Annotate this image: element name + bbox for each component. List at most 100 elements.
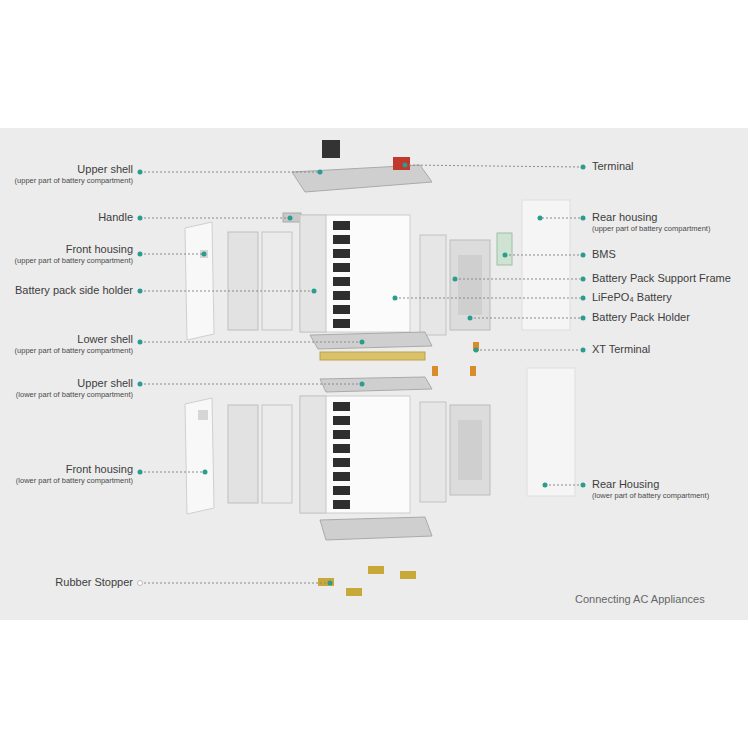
leader-dot <box>138 170 143 175</box>
leader-line <box>455 279 580 280</box>
part-label: Handle <box>98 211 133 225</box>
terminal-black <box>322 140 340 158</box>
cell-terminal <box>333 430 350 439</box>
leader-line <box>144 472 203 473</box>
cell-fins <box>300 396 326 513</box>
lower-shell <box>310 332 432 349</box>
cell-terminal <box>333 235 350 244</box>
bms-board <box>497 233 512 265</box>
leader-dot <box>538 216 543 221</box>
leader-dot <box>138 581 143 586</box>
leader-line <box>144 384 360 385</box>
leader-dot <box>581 296 586 301</box>
cell-terminal <box>333 263 350 272</box>
leader-line <box>144 583 328 584</box>
cell-terminals <box>333 402 350 509</box>
caption-note: Connecting AC Appliances <box>575 593 705 607</box>
pack-holder-detail <box>458 420 482 480</box>
upper-shell <box>292 165 432 192</box>
rubber-stopper <box>400 571 416 579</box>
cell-terminal <box>333 249 350 258</box>
battery-stack <box>300 396 410 513</box>
cell-terminal <box>333 319 350 328</box>
leader-line <box>144 218 288 219</box>
cell-fins <box>300 215 326 332</box>
leader-dot <box>581 253 586 258</box>
leader-line <box>144 291 312 292</box>
part-label: LiFePO₄ Battery <box>592 291 672 305</box>
part-sublabel: (lower part of battery compartment) <box>16 390 133 399</box>
cell-terminal <box>333 277 350 286</box>
leader-line <box>505 255 580 256</box>
leader-dot <box>202 252 207 257</box>
cell-terminal <box>333 500 350 509</box>
rubber-stopper <box>368 566 384 574</box>
leader-dot <box>318 170 323 175</box>
leader-dot <box>581 483 586 488</box>
cell-terminal <box>333 305 350 314</box>
leader-dot <box>138 289 143 294</box>
part-label: Lower shell <box>77 333 133 347</box>
leader-dot <box>403 163 408 168</box>
cell-terminal <box>333 444 350 453</box>
leader-dot <box>138 470 143 475</box>
leader-dot <box>203 470 208 475</box>
part-sublabel: (upper part of battery compartment) <box>15 256 133 265</box>
leader-line <box>144 254 202 255</box>
leader-dot <box>581 316 586 321</box>
rear-housing-upper <box>522 200 570 330</box>
leader-line <box>395 298 580 299</box>
part-label: Battery pack side holder <box>15 284 133 298</box>
leader-dots <box>138 163 586 586</box>
part-sublabel: (lower part of battery compartment) <box>592 491 709 500</box>
rubber-stopper <box>318 578 334 586</box>
side-holder-panel <box>228 232 258 330</box>
background-panel <box>0 128 748 620</box>
cell-terminal <box>333 291 350 300</box>
leader-dot <box>581 277 586 282</box>
part-label: Rear housing <box>592 211 657 225</box>
leader-line <box>545 485 580 486</box>
support-frame <box>420 402 446 502</box>
leader-line <box>476 350 580 351</box>
leader-lines <box>144 165 580 583</box>
xt-terminal <box>432 366 438 376</box>
leader-dot <box>360 382 365 387</box>
leader-dot <box>581 348 586 353</box>
leader-dot <box>312 289 317 294</box>
part-label: Terminal <box>592 160 634 174</box>
front-housing-lower <box>185 398 214 514</box>
leader-line <box>405 165 580 167</box>
leader-line <box>144 342 360 343</box>
terminal-red <box>393 157 410 170</box>
part-label: Rear Housing <box>592 478 659 492</box>
leader-line <box>470 318 580 319</box>
part-label: Rubber Stopper <box>55 576 133 590</box>
leader-dot <box>393 296 398 301</box>
leader-dot <box>581 216 586 221</box>
cell-terminal <box>333 486 350 495</box>
side-holder-panel <box>262 232 292 330</box>
battery-stack <box>300 215 410 332</box>
leader-dot <box>138 382 143 387</box>
pack-holder-detail <box>458 255 482 315</box>
cell-terminal <box>333 416 350 425</box>
leader-line <box>542 218 580 219</box>
leader-dot <box>360 340 365 345</box>
part-label: XT Terminal <box>592 343 650 357</box>
leader-dot <box>474 348 479 353</box>
cell-terminal <box>333 472 350 481</box>
part-sublabel: (upper part of battery compartment) <box>592 224 710 233</box>
leader-dot <box>543 483 548 488</box>
leader-dot <box>288 216 293 221</box>
part-label: Upper shell <box>77 377 133 391</box>
part-sublabel: (upper part of battery compartment) <box>15 346 133 355</box>
leader-dot <box>138 340 143 345</box>
leader-dot <box>138 252 143 257</box>
xt-terminal <box>470 366 476 376</box>
part-label: BMS <box>592 248 616 262</box>
side-holder-panel <box>228 405 258 503</box>
front-housing-upper <box>185 222 214 340</box>
housing-detail <box>198 410 208 420</box>
